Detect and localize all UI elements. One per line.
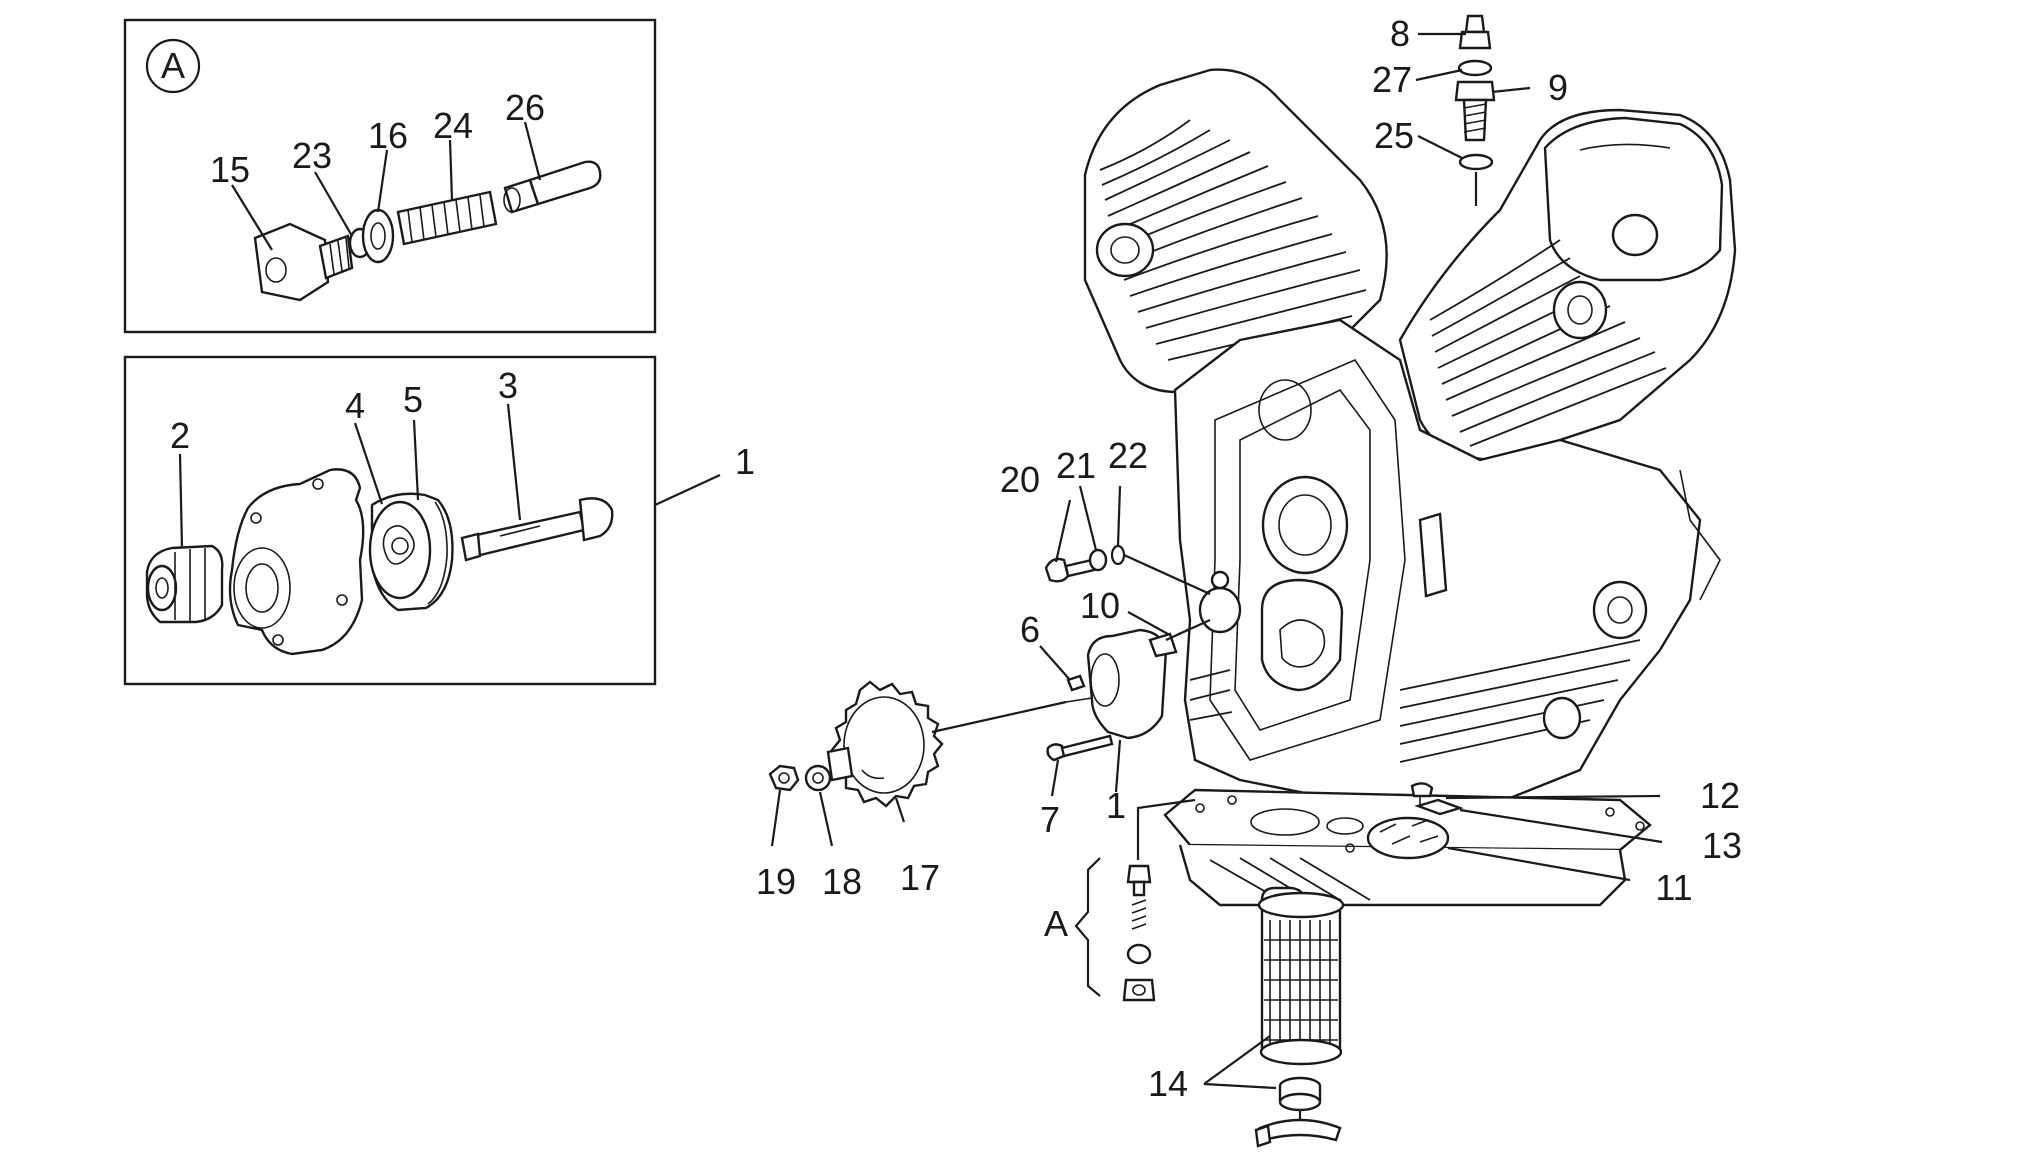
part-9-sender-body: [1454, 80, 1496, 142]
part-2-nut: [145, 544, 224, 624]
inset-oil-pump-frame: [123, 355, 657, 686]
group-a-relief-valve: [1074, 798, 1196, 1002]
group-a-label: A: [1044, 903, 1068, 944]
oil-pressure-sender: [1454, 14, 1496, 206]
right-cylinder: [1398, 108, 1737, 462]
label-7: 7: [1040, 799, 1060, 840]
part-18-washer: [804, 746, 854, 792]
part-16-seal-ring: [361, 208, 395, 264]
leader-27: [1415, 68, 1463, 82]
inset-relief-valve-frame: A: [123, 18, 657, 334]
label-20: 20: [1000, 459, 1040, 500]
label-1-pump: 1: [1106, 785, 1126, 826]
part-20-bolt: [1044, 557, 1096, 583]
part-19-nut: [768, 764, 800, 792]
label-26: 26: [505, 87, 545, 128]
label-10: 10: [1080, 585, 1120, 626]
label-5: 5: [403, 379, 423, 420]
left-cylinder: [1083, 68, 1388, 394]
label-11: 11: [1655, 867, 1692, 908]
label-6: 6: [1020, 609, 1040, 650]
part-22-o-ring: [1110, 544, 1126, 566]
part-14-oil-filter: [1254, 886, 1345, 1148]
label-16: 16: [368, 115, 408, 156]
part-25-washer: [1458, 153, 1494, 171]
part-7-screw: [1046, 734, 1114, 762]
label-15: 15: [210, 149, 250, 190]
label-21: 21: [1056, 445, 1096, 486]
bolt-axis: [1123, 553, 1211, 596]
inset-badge-label: A: [161, 45, 185, 86]
part-12-screw: [1410, 782, 1464, 816]
part-17-drive-sprocket: [830, 680, 944, 808]
label-14: 14: [1148, 1063, 1188, 1104]
label-24: 24: [433, 105, 473, 146]
sprocket-shaft-axis: [931, 700, 1067, 734]
label-22: 22: [1108, 435, 1148, 476]
mounted-oil-pump: [1065, 618, 1211, 740]
part-15-plug-bolt: [253, 222, 354, 302]
leader-9: [1491, 86, 1531, 94]
label-3: 3: [498, 365, 518, 406]
part-24-spring: [396, 190, 498, 246]
label-9: 9: [1548, 67, 1568, 108]
label-1-inset: 1: [735, 441, 755, 482]
label-19: 19: [756, 861, 796, 902]
label-23: 23: [292, 135, 332, 176]
label-13: 13: [1702, 825, 1742, 866]
relief-valve-parts: [231, 121, 602, 302]
leader-1-inset: [654, 474, 721, 506]
engine-assembly: [1083, 68, 1737, 907]
part-26-plunger: [503, 160, 602, 214]
part-8-sender-top: [1464, 14, 1486, 34]
leader-25: [1417, 135, 1463, 159]
label-12: 12: [1700, 775, 1740, 816]
pump-body: [228, 468, 365, 656]
part-11-oil-strainer: [1366, 816, 1450, 860]
label-2: 2: [170, 415, 190, 456]
part-21-washer: [1088, 548, 1108, 572]
label-27: 27: [1372, 59, 1412, 100]
part-27-washer: [1457, 59, 1493, 77]
label-17: 17: [900, 857, 940, 898]
part-6-pin: [1066, 674, 1086, 692]
part-4-5-rotor-set: [368, 492, 454, 612]
label-18: 18: [822, 861, 862, 902]
part-3-shaft: [460, 497, 614, 562]
label-8: 8: [1390, 13, 1410, 54]
crankcase: [1173, 318, 1721, 812]
oil-pump-parts: [145, 403, 614, 656]
label-4: 4: [345, 385, 365, 426]
label-25: 25: [1374, 115, 1414, 156]
